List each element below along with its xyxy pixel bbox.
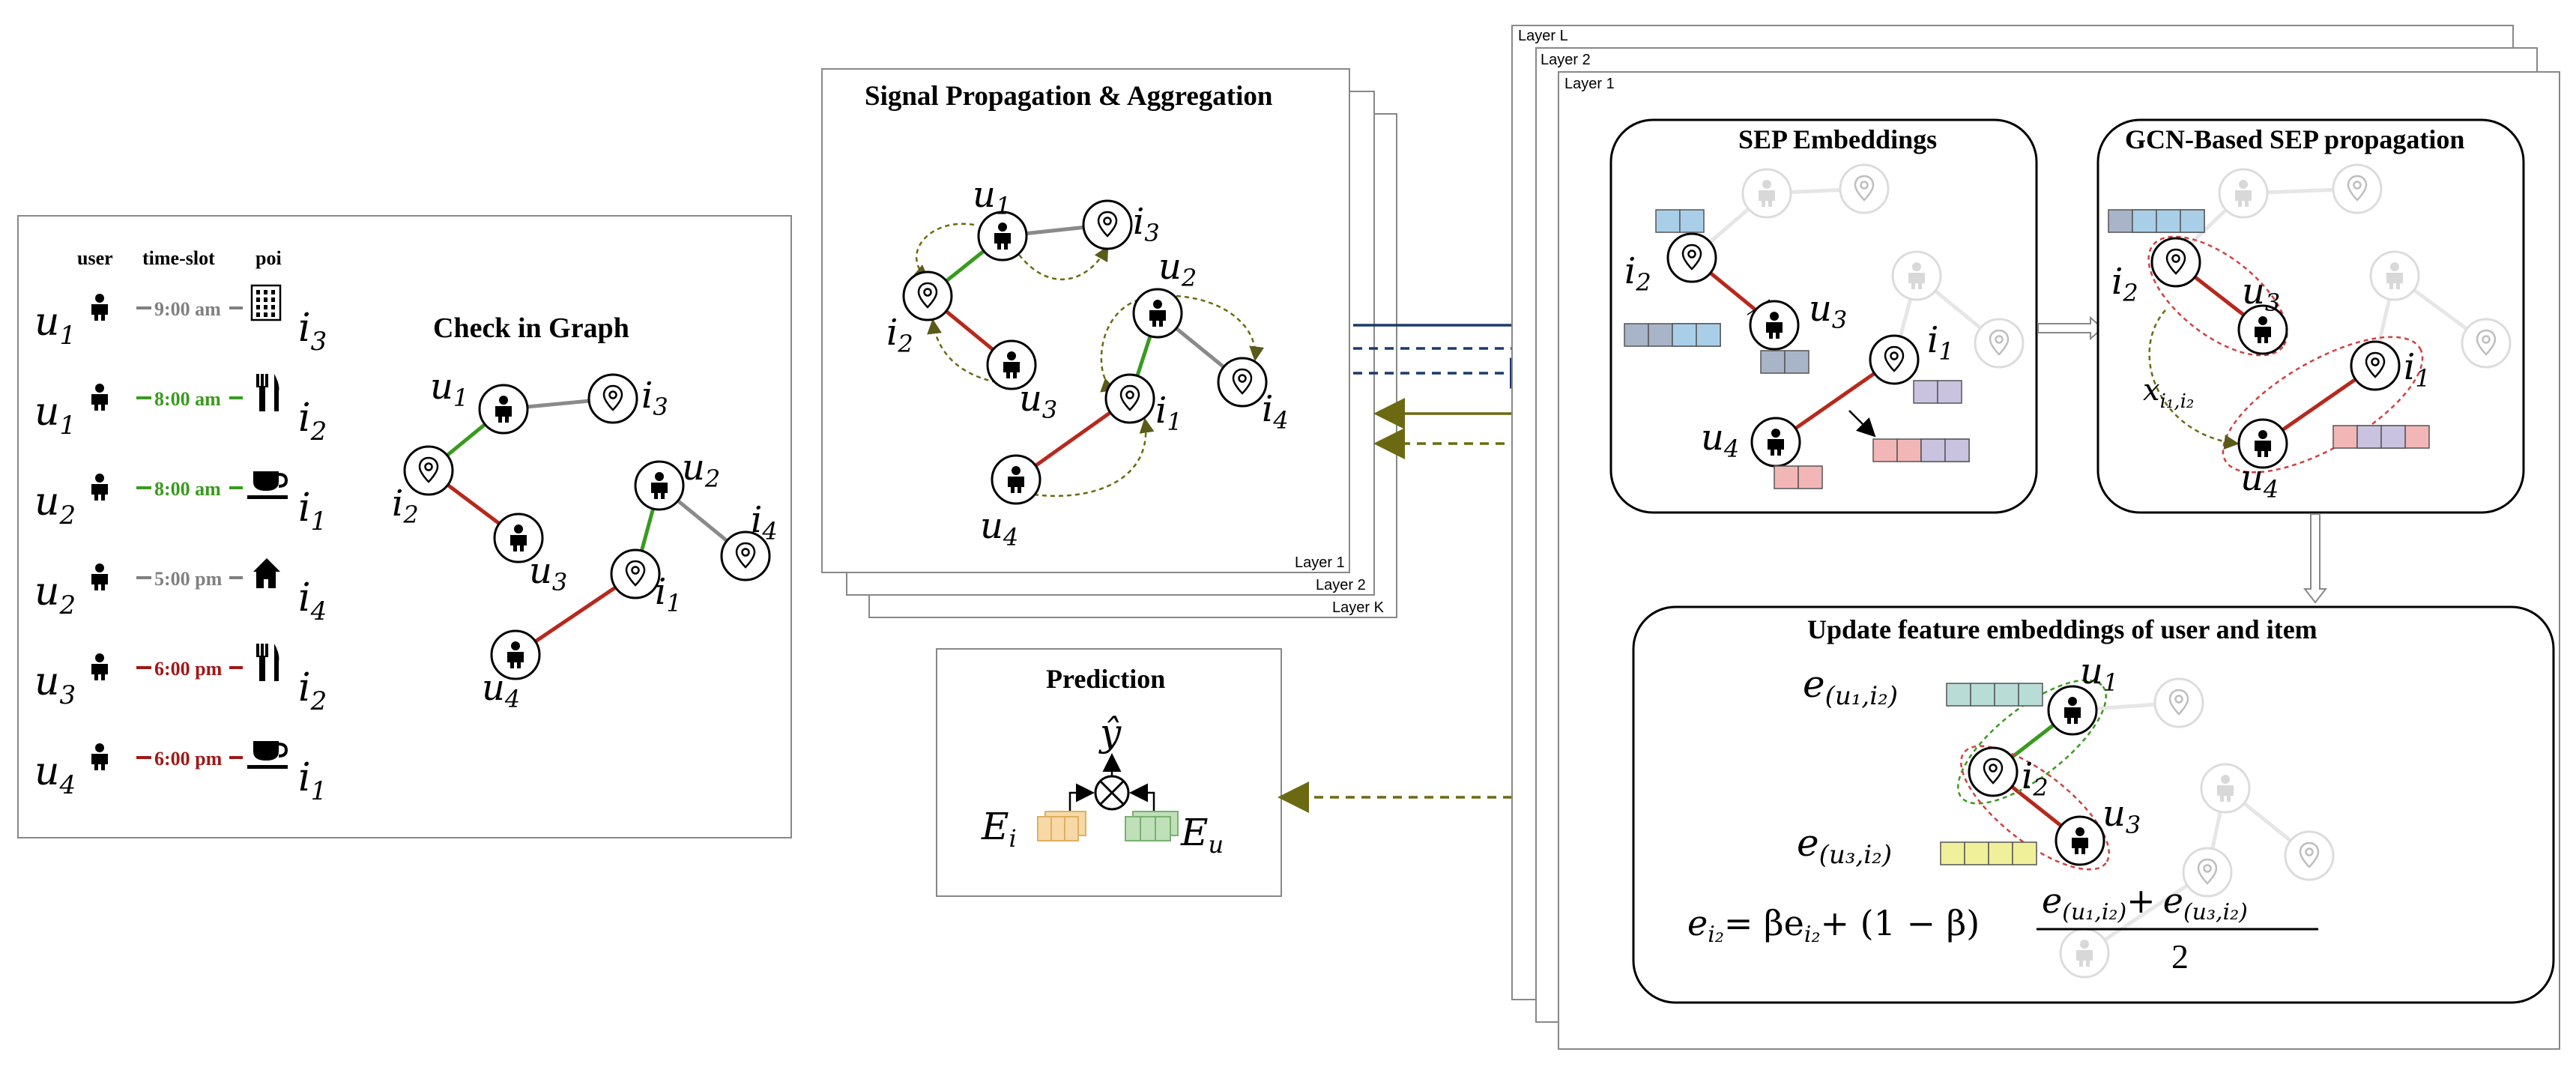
header-time-slot: time-slot	[142, 247, 215, 269]
sep-embeddings-panel	[1609, 118, 2038, 514]
layer-2-label: Layer 2	[1541, 52, 1591, 68]
hollow-arrow-down	[2303, 513, 2328, 604]
fork-knife-icon	[256, 374, 279, 411]
user-embedding-stack	[1125, 811, 1179, 841]
sep-embedding-blocks	[1624, 209, 1970, 489]
gcn-title: GCN-Based SEP propagation	[2125, 124, 2464, 154]
svg-text:ei₂= βei₂+ (1 − β): ei₂= βei₂+ (1 − β)	[1687, 903, 1980, 948]
svg-text:u3: u3	[1809, 288, 1847, 334]
row-user-label: u3	[34, 659, 76, 710]
svg-text:2: 2	[2171, 937, 2189, 976]
item-node-i3	[589, 375, 637, 423]
check-in-graph-title: Check in Graph	[433, 312, 629, 344]
update-graph: u1 i2 u3	[1957, 650, 2333, 977]
layer-L-label: Layer L	[1518, 28, 1568, 44]
row-user-label: u1	[34, 390, 76, 441]
row-poi-label: i1	[298, 486, 327, 536]
E-u-label: Eu	[1180, 811, 1224, 859]
row-poi-label: i2	[298, 396, 327, 447]
sep-title: SEP Embeddings	[1738, 124, 1937, 154]
svg-text:u1: u1	[973, 174, 1011, 220]
checkin-row: u4 6:00 pm i1	[34, 741, 327, 806]
u4-small-embedding	[1774, 465, 1823, 489]
item-node-i1	[611, 550, 659, 598]
svg-text:u2: u2	[1158, 246, 1197, 292]
item-embedding-stack	[1037, 811, 1086, 841]
row-time-slot: 8:00 am	[154, 478, 221, 500]
checkin-row: u1 8:00 am i2	[34, 374, 327, 447]
row-poi-label: i4	[298, 575, 327, 626]
header-user: user	[77, 247, 113, 269]
signal-layer-1: Layer 1	[1295, 554, 1345, 571]
u3-small-embedding	[1760, 350, 1809, 374]
checkin-rows: u1 9:00 am i3 u1 8:00 am i2 u2 8:00 am i1 u2 5:00 …	[34, 284, 327, 806]
update-title: Update feature embeddings of user and it…	[1807, 614, 2318, 644]
y-hat-label: ŷ	[1098, 711, 1122, 755]
row-poi-label: i1	[298, 755, 327, 806]
hollow-arrow-right	[2037, 315, 2104, 341]
u4-embedding-lavender	[1920, 438, 1970, 462]
x-i1-i2-label: xi₁,i₂	[2143, 373, 2194, 413]
signal-layer-2: Layer 2	[1316, 577, 1366, 593]
gcn-graph: i2 u3 i1 u4 xi₁,i₂	[2111, 165, 2510, 504]
check-in-graph: u1 i3 i2 u3 u2 i4 i1 u4	[392, 366, 778, 713]
prediction-title: Prediction	[1046, 664, 1165, 694]
checkin-row: u2 5:00 pm i4	[34, 558, 327, 626]
checkin-row: u3 6:00 pm i2	[34, 644, 327, 716]
row-user-label: u1	[34, 300, 76, 351]
row-poi-label: i2	[298, 665, 327, 716]
row-poi-label: i3	[298, 306, 327, 357]
coffee-cup-icon	[247, 471, 288, 499]
prediction-panel	[936, 648, 1282, 897]
update-formula: ei₂= βei₂+ (1 − β) e(u₁,i₂)+e(u₃,i₂) 2	[1687, 880, 2318, 976]
user-node-u1	[480, 385, 527, 433]
gcn-embedding-blocks	[2108, 209, 2430, 449]
row-user-label: u2	[34, 569, 76, 620]
header-poi: poi	[256, 247, 282, 269]
e-u3-i2-label: e(u₃,i₂)	[1797, 821, 1892, 870]
checkin-row: u1 9:00 am i3	[34, 284, 327, 357]
row-time-slot: 5:00 pm	[154, 568, 223, 590]
i2-embedding-blue	[1655, 209, 1705, 233]
gcn-u4-embedding-end	[2380, 425, 2406, 449]
E-i-label: Ei	[981, 805, 1017, 853]
signal-layer-k: Layer K	[1332, 599, 1385, 616]
coffee-cup-icon	[247, 741, 288, 769]
item-node-i2	[405, 447, 453, 495]
fork-knife-icon	[256, 644, 279, 681]
u3-embedding-blue-part	[1672, 323, 1721, 347]
gcn-i2-embedding-blue	[2132, 209, 2205, 233]
e-u3-i2-embedding	[1940, 841, 2037, 865]
row-time-slot: 6:00 pm	[154, 748, 223, 770]
row-time-slot: 6:00 pm	[154, 658, 223, 680]
e-u1-i2-label: e(u₁,i₂)	[1803, 662, 1898, 711]
update-embedding-blocks	[1940, 683, 2043, 865]
signal-panel-frame	[821, 68, 1350, 573]
e-u1-i2-embedding	[1946, 683, 2043, 707]
user-node-u2	[635, 462, 683, 510]
checkin-row: u2 8:00 am i1	[34, 471, 327, 536]
building-icon	[250, 284, 282, 321]
layer-1-label: Layer 1	[1564, 76, 1615, 92]
row-time-slot: 8:00 am	[154, 388, 221, 410]
update-panel	[1632, 605, 2555, 1004]
row-time-slot: 9:00 am	[154, 298, 221, 320]
i1-embedding	[1913, 380, 1962, 404]
signal-panel-title: Signal Propagation & Aggregation	[865, 81, 1273, 112]
house-icon	[253, 558, 280, 588]
gcn-panel	[2096, 118, 2525, 514]
checkin-table-frame	[17, 215, 792, 838]
gcn-u4-embedding-mid	[2356, 425, 2382, 449]
svg-text:e(u₁,i₂)+e(u₃,i₂): e(u₁,i₂)+e(u₃,i₂)	[2042, 880, 2248, 925]
row-user-label: u4	[34, 749, 76, 800]
row-user-label: u2	[34, 480, 76, 531]
